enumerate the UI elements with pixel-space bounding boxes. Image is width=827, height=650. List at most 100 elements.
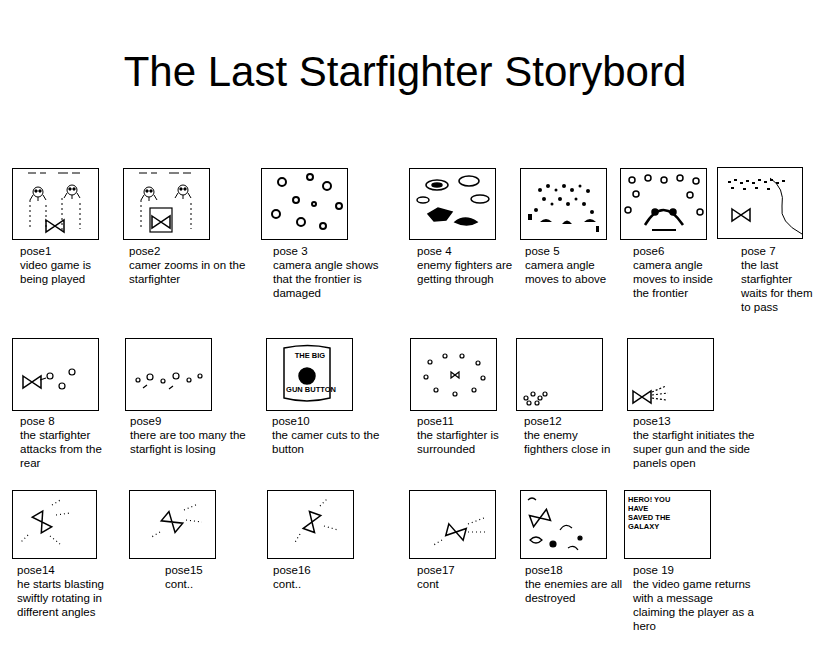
waiting-starfighter-sketch — [728, 178, 802, 234]
pose-number: pose15 — [165, 563, 245, 577]
panel-frame — [125, 338, 212, 411]
page-title: The Last Starfighter Storybord — [0, 44, 810, 100]
panel-caption: pose16cont.. — [273, 563, 373, 591]
panel-frame: THE BIG GUN BUTTON — [266, 338, 353, 411]
storyboard-panel: pose 7the last starfighter waits for the… — [717, 167, 803, 239]
pose-description: the video game returns with a message cl… — [633, 577, 758, 633]
pose-description: the enemies are all destroyed — [525, 577, 625, 605]
panel-caption: pose14he starts blasting swiftly rotatin… — [17, 563, 129, 619]
sketch-text: GUN BUTTON — [283, 385, 339, 394]
panel-caption: pose17cont — [417, 563, 517, 591]
pose-number: pose 3 — [273, 244, 398, 258]
pose-description: cont.. — [273, 577, 373, 591]
panel-frame — [520, 168, 607, 240]
pose-number: pose12 — [524, 414, 624, 428]
pose-number: pose14 — [17, 563, 129, 577]
storyboard-panel: HERO! YOU HAVE SAVED THE GALAXYpose 19th… — [624, 490, 711, 559]
closing-in-sketch — [524, 392, 547, 405]
storyboard-panel: pose6camera angle moves to inside the fr… — [620, 168, 707, 240]
pose-description: the enemy fighthers close in — [524, 428, 624, 456]
storyboard-panel: pose 3camera angle shows that the fronti… — [261, 168, 348, 240]
super-gun-sketch — [633, 386, 668, 403]
pose-number: pose 19 — [633, 563, 758, 577]
panel-caption: pose 5camera angle moves to above — [525, 244, 625, 286]
panel-caption: pose 8the starfighter attacks from the r… — [20, 414, 115, 470]
surrounded-sketch — [424, 354, 485, 396]
pose-number: pose 7 — [741, 244, 813, 258]
pose-number: pose17 — [417, 563, 517, 577]
pose-number: pose10 — [272, 414, 392, 428]
pose-description: the starfight initiates the super gun an… — [633, 428, 783, 470]
storyboard-panel: pose 4enemy fighters are getting through — [409, 168, 496, 240]
panel-frame — [410, 338, 497, 411]
panel-frame — [520, 490, 607, 559]
storyboard-panel: pose 5camera angle moves to above — [520, 168, 607, 240]
arcade-zoom-sketch — [139, 173, 191, 232]
pose-description: the starfighter is surrounded — [417, 428, 517, 456]
storyboard-panel: pose 8the starfighter attacks from the r… — [12, 338, 99, 411]
pose-number: pose9 — [130, 414, 255, 428]
panel-caption: pose18the enemies are all destroyed — [525, 563, 625, 605]
arcade-sketch — [28, 173, 80, 232]
panel-frame — [627, 338, 714, 411]
pose-number: pose 5 — [525, 244, 625, 258]
panel-frame — [620, 168, 707, 240]
panel-frame — [12, 168, 99, 240]
panel-frame — [267, 490, 354, 559]
panel-caption: pose11the starfighter is surrounded — [417, 414, 517, 456]
damaged-frontier-sketch — [272, 174, 342, 229]
storyboard-panel: pose9there are too many the starfight is… — [125, 338, 212, 411]
panel-caption: pose 19the video game returns with a mes… — [633, 563, 758, 633]
storyboard-panel: pose2camer zooms in on the starfighter — [123, 168, 210, 240]
pose-description: the last starfighter waits for them to p… — [741, 258, 813, 314]
pose-description: enemy fighters are getting through — [417, 258, 517, 286]
storyboard-panel: pose12the enemy fighthers close in — [516, 338, 603, 411]
pose-number: pose1 — [20, 244, 120, 258]
pose-number: pose 4 — [417, 244, 517, 258]
pose-description: camera angle moves to above — [525, 258, 625, 286]
pose-number: pose6 — [633, 244, 723, 258]
storyboard-panel: pose1video game is being played — [12, 168, 99, 240]
storyboard-panel: pose13the starfight initiates the super … — [627, 338, 714, 411]
storyboard-panel: pose15cont.. — [129, 490, 216, 559]
panel-caption: pose 3camera angle shows that the fronti… — [273, 244, 398, 300]
storyboard-panel: pose18the enemies are all destroyed — [520, 490, 607, 559]
inside-frontier-sketch — [625, 175, 703, 230]
pose-description: cont.. — [165, 577, 245, 591]
panel-frame — [516, 338, 603, 411]
sketch-text: THE BIG — [285, 351, 335, 360]
pose-description: he starts blasting swiftly rotating in d… — [17, 577, 129, 619]
blasting-sketch — [20, 498, 582, 550]
sketch-text: HERO! YOU HAVE SAVED THE GALAXY — [628, 495, 674, 531]
pose-number: pose2 — [129, 244, 254, 258]
panel-caption: pose 7the last starfighter waits for the… — [741, 244, 813, 314]
panel-caption: pose15cont.. — [165, 563, 245, 591]
panel-frame — [261, 168, 348, 240]
pose-number: pose16 — [273, 563, 373, 577]
storyboard-panel: pose14he starts blasting swiftly rotatin… — [12, 490, 97, 559]
pose-description: camera angle moves to inside the frontie… — [633, 258, 723, 300]
rear-attack-sketch — [23, 369, 75, 389]
pose-description: the camer cuts to the button — [272, 428, 392, 456]
pose-description: cont — [417, 577, 517, 591]
panel-frame — [129, 490, 216, 559]
panel-caption: pose1video game is being played — [20, 244, 120, 286]
panel-frame — [717, 167, 803, 239]
pose-description: there are too many the starfight is losi… — [130, 428, 255, 456]
storyboard-panel: THE BIGGUN BUTTONpose10the camer cuts to… — [266, 338, 353, 411]
panel-caption: pose10the camer cuts to the button — [272, 414, 392, 456]
panel-caption: pose12the enemy fighthers close in — [524, 414, 624, 456]
panel-caption: pose9there are too many the starfight is… — [130, 414, 255, 456]
pose-number: pose18 — [525, 563, 625, 577]
panel-caption: pose6camera angle moves to inside the fr… — [633, 244, 723, 300]
pose-number: pose 8 — [20, 414, 115, 428]
panel-frame — [12, 490, 97, 559]
panel-frame — [409, 490, 496, 559]
pose-description: video game is being played — [20, 258, 120, 286]
panel-caption: pose 4enemy fighters are getting through — [417, 244, 517, 286]
storyboard-panel: pose11the starfighter is surrounded — [410, 338, 497, 411]
enemy-fighters-sketch — [417, 176, 489, 225]
panel-caption: pose2camer zooms in on the starfighter — [129, 244, 254, 286]
